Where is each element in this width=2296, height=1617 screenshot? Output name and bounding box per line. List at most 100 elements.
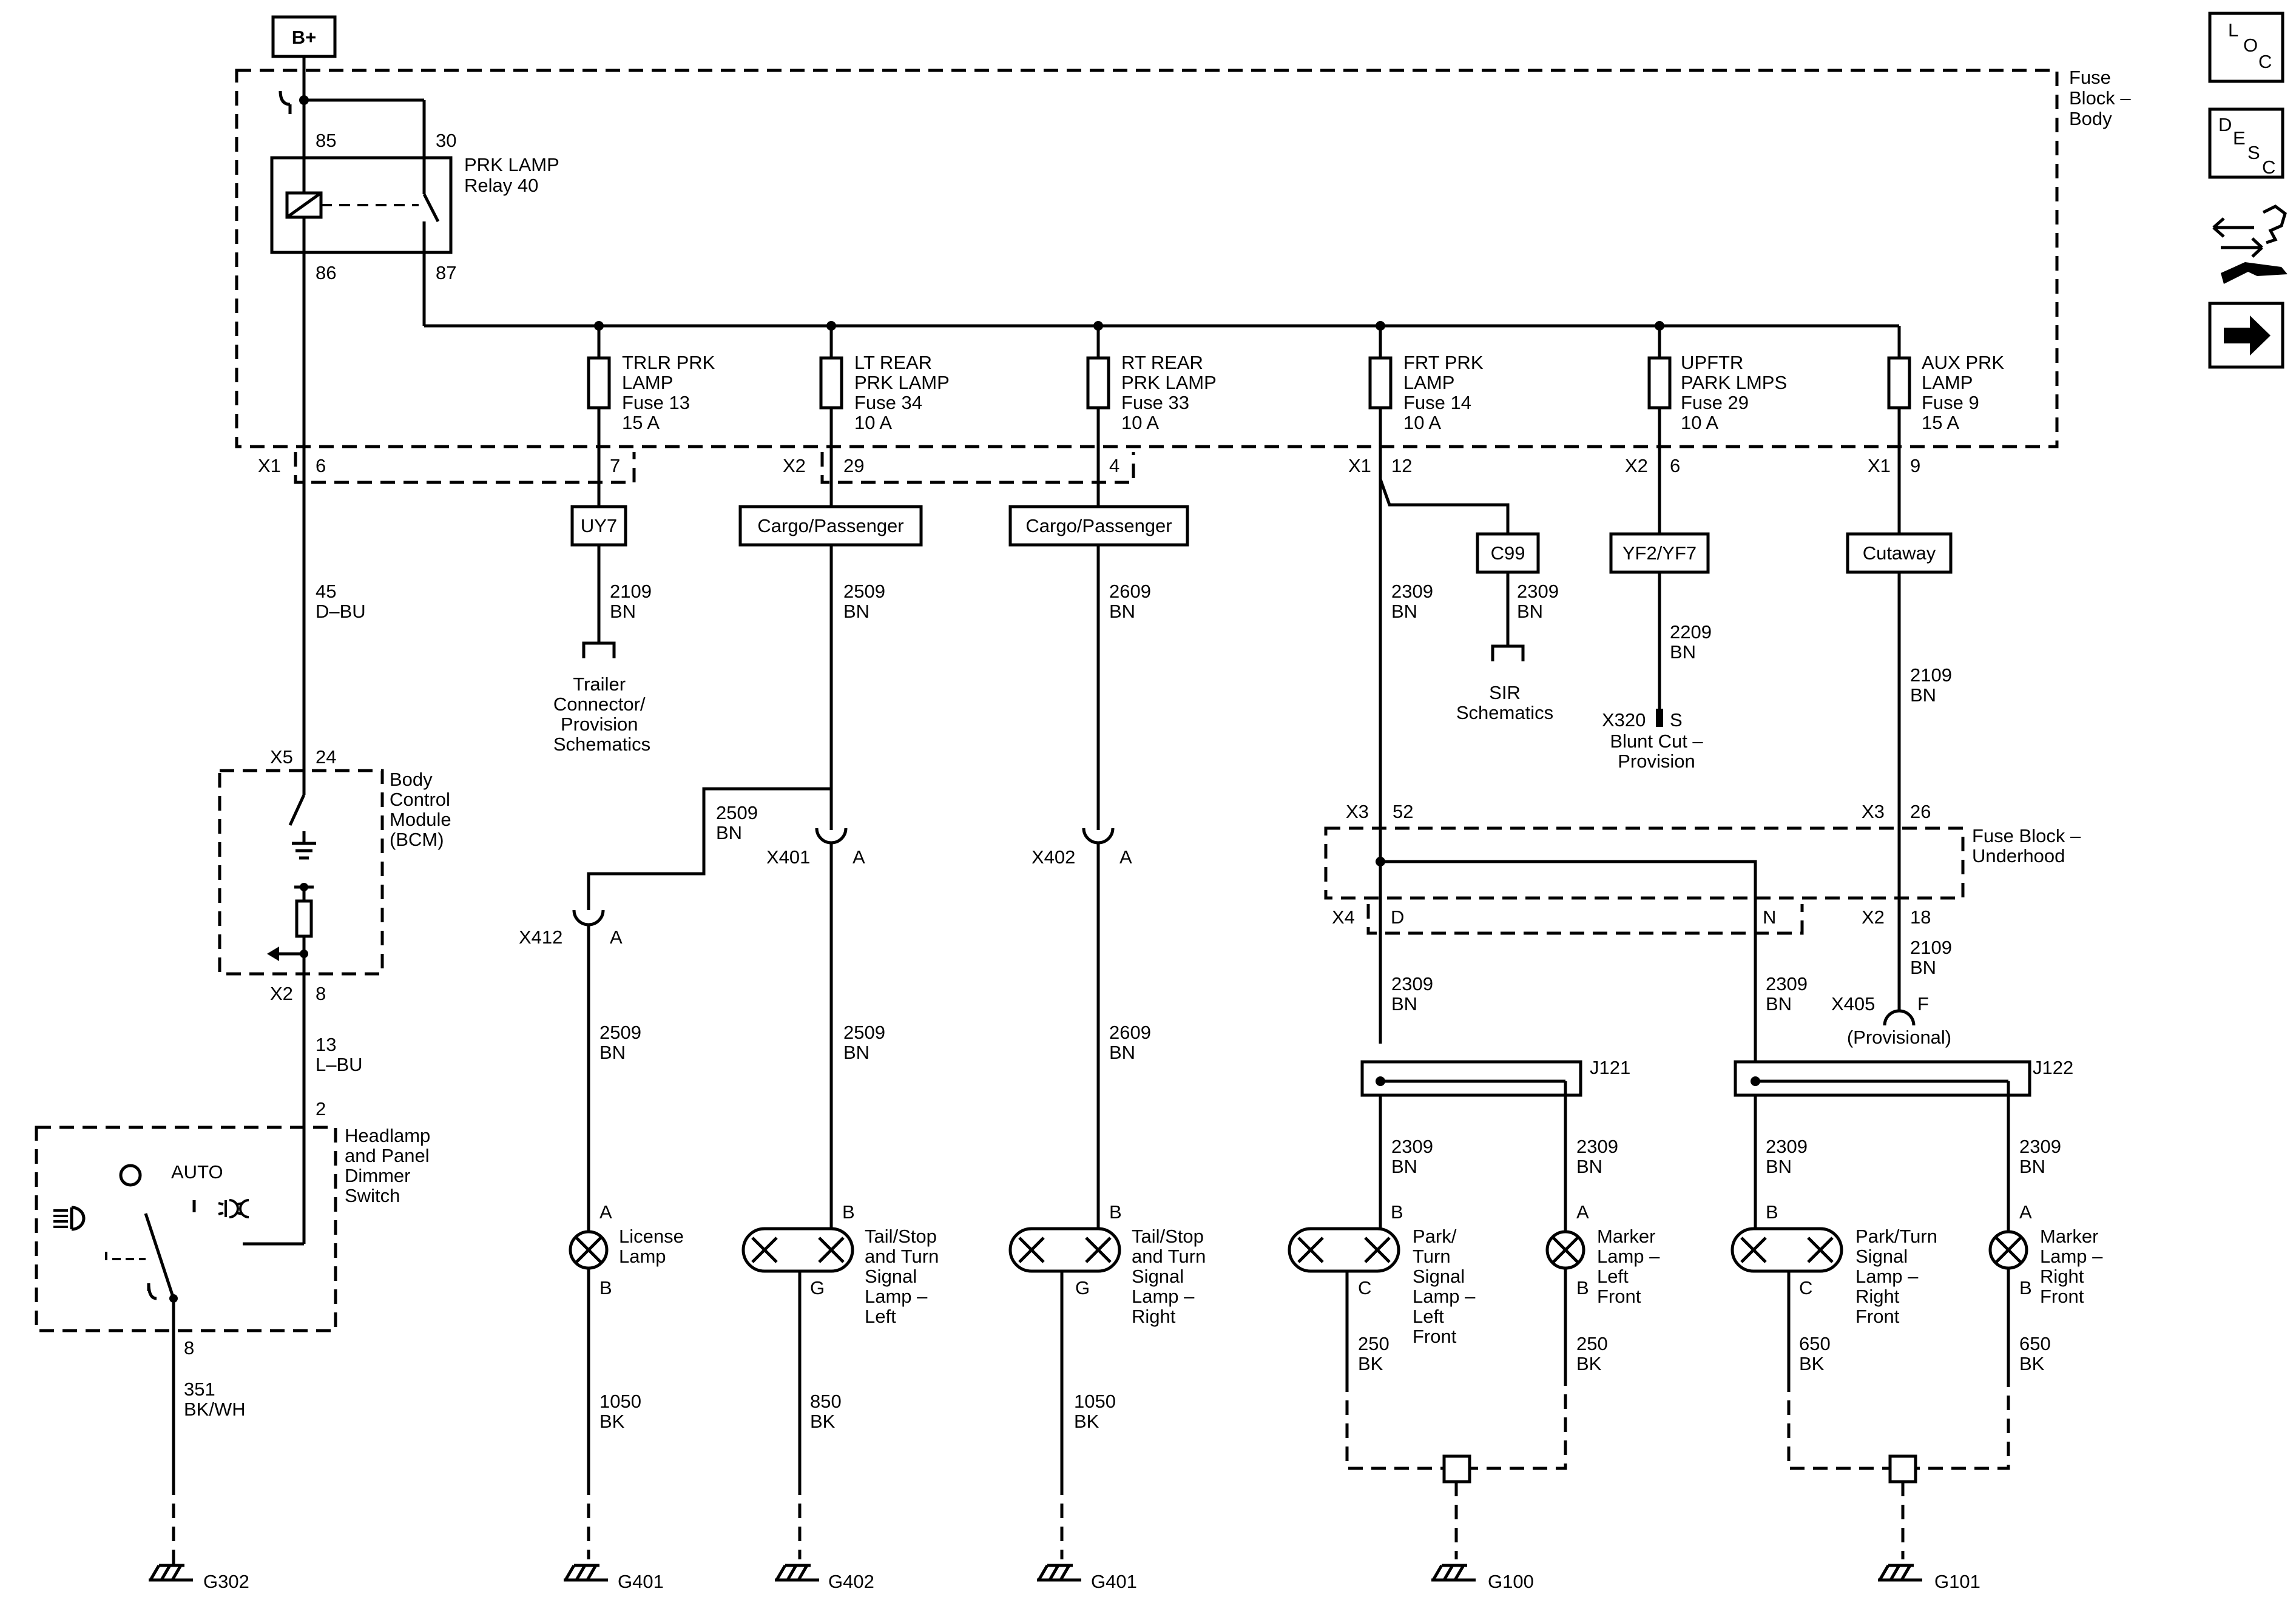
park-right-pin-b: B: [1766, 1201, 1778, 1223]
fuse-9-label: AUX PRK LAMP Fuse 9 15 A: [1922, 352, 2010, 433]
marker-right-pin-b: B: [2019, 1277, 2032, 1298]
next-arrow-icon[interactable]: [2224, 316, 2271, 356]
bcm-pin-8: 8: [316, 983, 326, 1004]
fuse-block-body-label: Fuse Block – Body: [2069, 67, 2136, 129]
loc-button[interactable]: L O C: [2208, 12, 2284, 83]
blunt-cut-end: [1656, 709, 1663, 727]
ground-g401-b-label: G401: [1091, 1571, 1137, 1592]
marker-right-pin-a: A: [2019, 1201, 2032, 1223]
desc-letter-c: C: [2262, 157, 2275, 178]
relay-coil-connector: X1: [258, 455, 281, 476]
loc-icon[interactable]: [2208, 12, 2284, 83]
splice-j122: [1734, 1060, 2031, 1097]
tail-lamp-right: [1008, 1227, 1121, 1273]
bcm-x2: X2: [270, 983, 293, 1004]
tail-left-pin-b: B: [842, 1201, 855, 1223]
underhood-pin-52: 52: [1393, 801, 1413, 822]
option-cutaway-label: Cutaway: [1863, 542, 1936, 564]
x412-label: X412: [519, 927, 562, 948]
fuse-34-connector: X2: [783, 455, 806, 476]
underhood-x4: X4: [1332, 906, 1355, 928]
fuse-13: [587, 356, 611, 410]
headlamp-switch-label: Headlamp and Panel Dimmer Switch: [345, 1125, 436, 1206]
fuse-33-pin: 4: [1109, 455, 1119, 476]
desc-letter-d: D: [2218, 114, 2232, 135]
option-uy7: [570, 505, 627, 547]
next-button[interactable]: [2208, 302, 2284, 369]
tail-right-pin-b: B: [1109, 1201, 1122, 1223]
desc-icon[interactable]: [2208, 107, 2284, 179]
fuse-13-pin: 7: [610, 455, 620, 476]
fuse-34: [819, 356, 843, 410]
ground-g402-label: G402: [828, 1571, 874, 1592]
desc-letter-e: E: [2233, 127, 2246, 149]
fuse-33-label: RT REAR PRK LAMP Fuse 33 10 A: [1121, 352, 1221, 433]
x405-provisional: (Provisional): [1847, 1027, 1951, 1048]
x412-connector: [572, 910, 605, 927]
option-uy7-label: UY7: [581, 515, 617, 536]
battery-plus-label: B+: [292, 27, 317, 48]
marker-left-pin-a: A: [1576, 1201, 1589, 1223]
headlamp-switch-outline: [35, 1126, 337, 1332]
fuse-29-label: UPFTR PARK LMPS Fuse 29 10 A: [1681, 352, 1792, 433]
x401-label: X401: [766, 846, 810, 868]
x402-pin: A: [1119, 846, 1132, 868]
fuse-29-connector: X2: [1625, 455, 1648, 476]
ground-g302: [149, 1559, 193, 1582]
ground-g401-b: [1037, 1564, 1081, 1582]
license-lamp-pin-b: B: [599, 1277, 612, 1298]
x401-connector: [815, 828, 848, 845]
splice-j121: [1360, 1060, 1582, 1097]
option-cargo-right-label: Cargo/Passenger: [1025, 515, 1172, 536]
license-lamp-pin-a: A: [599, 1201, 612, 1223]
splice-j121-label: J121: [1590, 1057, 1630, 1078]
fuse-29-pin: 6: [1670, 455, 1680, 476]
relay-pin-30: 30: [436, 130, 456, 151]
desc-letter-s: S: [2247, 142, 2260, 163]
park-left-pin-c: C: [1358, 1277, 1371, 1298]
underhood-pin-18: 18: [1910, 906, 1931, 928]
desc-button[interactable]: D E S C: [2208, 107, 2284, 179]
switch-pin-8: 8: [184, 1337, 194, 1359]
fuse-14: [1368, 356, 1393, 410]
loc-letter-o: O: [2243, 35, 2258, 56]
connector-tool-button[interactable]: [2212, 204, 2288, 284]
tail-lamp-right-label: Tail/Stop and Turn Signal Lamp – Right: [1132, 1226, 1211, 1327]
switch-auto-label: AUTO: [171, 1161, 223, 1183]
bcm-pin-24: 24: [316, 746, 336, 768]
x320-pin: S: [1670, 709, 1683, 731]
tail-left-pin-g: G: [810, 1277, 825, 1298]
fuse-9: [1887, 356, 1911, 410]
tail-lamp-left: [741, 1227, 854, 1273]
fuse-34-label: LT REAR PRK LAMP Fuse 34 10 A: [854, 352, 954, 433]
x405-connector: [1883, 1009, 1916, 1026]
connector-tool-icon[interactable]: [2212, 204, 2288, 284]
marker-lamp-left-label: Marker Lamp – Left Front: [1597, 1226, 1665, 1307]
relay-name: PRK LAMP Relay 40: [464, 154, 564, 196]
park-lamp-left-label: Park/ Turn Signal Lamp – Left Front: [1413, 1226, 1481, 1347]
fuse-block-underhood-outline: [1324, 826, 1965, 900]
tail-lamp-left-label: Tail/Stop and Turn Signal Lamp – Left: [865, 1226, 944, 1327]
ground-g100-label: G100: [1488, 1571, 1534, 1592]
switch-lever: [144, 1213, 175, 1299]
park-left-pin-b: B: [1391, 1201, 1403, 1223]
park-lamp-right-front: [1730, 1227, 1843, 1273]
park-right-pin-c: C: [1799, 1277, 1812, 1298]
parking-lamp-icon: [218, 1199, 249, 1218]
trailer-connector-ref: Trailer Connector/ Provision Schematics: [553, 673, 650, 755]
auto-position-icon: [119, 1164, 142, 1187]
underhood-pin-d: D: [1391, 906, 1404, 928]
